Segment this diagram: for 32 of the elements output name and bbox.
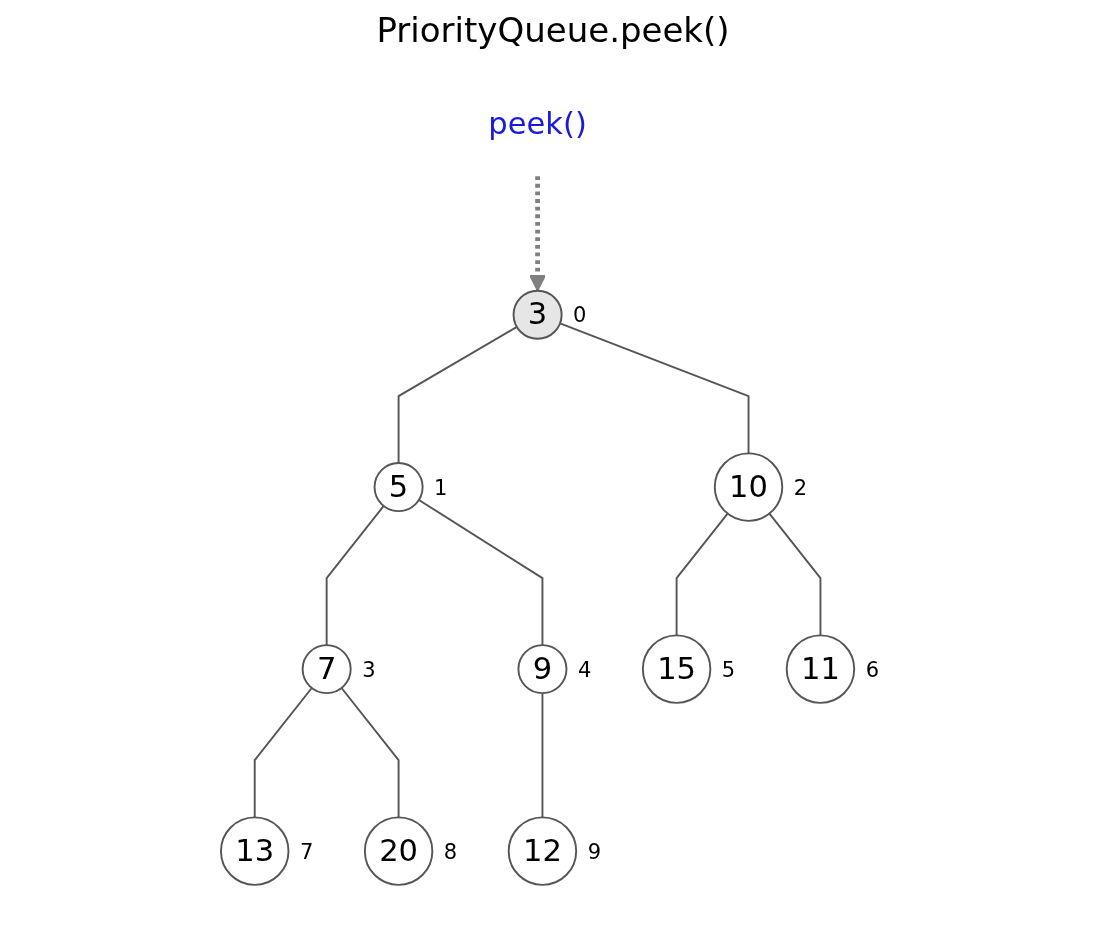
connector [253, 687, 313, 819]
diagram-title: PriorityQueue.peek() [375, 10, 731, 50]
connector [397, 325, 518, 464]
node-circle: 11 [785, 634, 856, 704]
node-circle: 7 [301, 644, 352, 695]
node-circle: 5 [373, 462, 424, 513]
node-circle: 15 [641, 634, 712, 704]
connector [541, 692, 544, 819]
connector [768, 512, 822, 637]
connector [325, 505, 385, 647]
node-circle: 9 [517, 644, 568, 695]
node-circle: 3 [512, 289, 563, 340]
connector [675, 512, 729, 637]
index-label: 1 [434, 475, 448, 500]
connector [417, 499, 544, 647]
node-circle: 20 [363, 816, 434, 886]
index-label: 0 [573, 303, 587, 328]
arrow [529, 176, 546, 292]
index-label: 2 [793, 475, 808, 500]
index-label: 5 [721, 657, 736, 682]
index-label: 6 [865, 657, 879, 682]
node-circle: 10 [713, 452, 784, 522]
node-circle: 13 [220, 816, 290, 886]
index-label: 7 [299, 839, 314, 864]
connector [559, 322, 750, 455]
index-label: 3 [362, 657, 376, 682]
node-text: peek() [488, 105, 587, 142]
index-label: 9 [587, 839, 601, 864]
node-circle: 12 [507, 816, 578, 886]
index-label: 8 [443, 839, 458, 864]
connector [340, 687, 400, 819]
index-label: 4 [577, 657, 592, 682]
